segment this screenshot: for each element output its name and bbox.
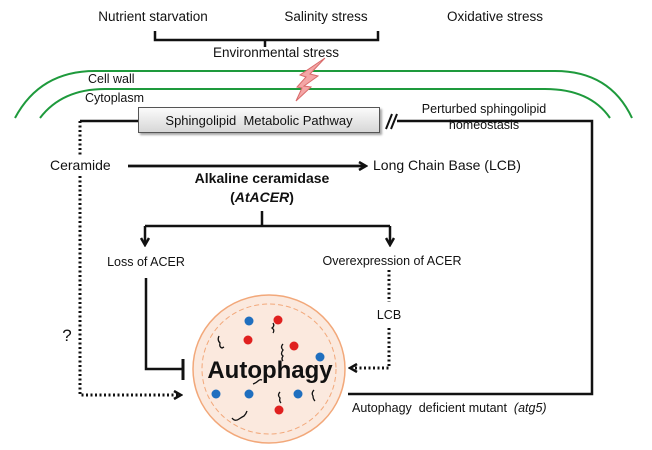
stress-oxidative: Oxidative stress — [446, 9, 544, 24]
atg5-feedback-line — [348, 119, 594, 396]
acer-branch — [145, 211, 390, 245]
atg5-mutant-label: Autophagy deficient mutant (atg5) — [352, 402, 547, 415]
atacer-gene-name: AtACER — [234, 189, 290, 205]
cargo-dot-blue — [211, 389, 221, 399]
sphingolipid-pathway-box: Sphingolipid Metabolic Pathway — [138, 107, 380, 133]
loss-acer-inhibition-line — [144, 278, 183, 371]
atg5-gene: (atg5) — [513, 401, 547, 415]
cargo-dot-blue — [293, 389, 303, 399]
cargo-dot-red — [273, 315, 283, 325]
cytoplasm-membrane — [39, 88, 611, 119]
mutant-text: Autophagy deficient mutant — [352, 401, 514, 415]
cytoplasm-label: Cytoplasm — [85, 91, 145, 105]
unknown-mechanism-label: ? — [62, 326, 72, 345]
squiggle — [277, 391, 282, 404]
loss-of-acer-label: Loss of ACER — [107, 255, 185, 269]
autophagosome — [192, 294, 346, 444]
stress-bracket — [153, 31, 380, 47]
autophagy-label: Autophagy — [207, 357, 333, 384]
ceramide-label: Ceramide — [50, 157, 111, 173]
cargo-dot-red — [243, 335, 253, 345]
stress-nutrient-starvation: Nutrient starvation — [98, 9, 208, 24]
unknown-link-dotted-arrow — [78, 121, 181, 395]
environmental-stress-label: Environmental stress — [212, 45, 340, 60]
break-marks-icon — [385, 113, 398, 130]
cargo-dot-blue — [315, 352, 325, 362]
cargo-dot-blue — [244, 316, 254, 326]
squiggle — [231, 410, 248, 421]
pathway-box-label: Sphingolipid Metabolic Pathway — [165, 112, 353, 128]
cargo-dot-blue — [244, 389, 254, 399]
squiggle — [270, 322, 275, 334]
cell-wall-label: Cell wall — [88, 72, 135, 86]
perturbed-homeostasis-line1: Perturbed sphingolipid — [421, 102, 547, 116]
lightning-bolt-icon — [295, 57, 326, 102]
squiggle — [311, 389, 316, 402]
lcb-intermediate-label: LCB — [376, 308, 402, 322]
lcb-dotted-arrow — [350, 328, 391, 368]
overexpression-acer-label: Overexpression of ACER — [322, 254, 462, 268]
alkaline-ceramidase-label: Alkaline ceramidase — [194, 170, 330, 186]
cargo-dot-red — [289, 341, 299, 351]
squiggle — [217, 335, 225, 349]
squiggle — [280, 343, 284, 362]
perturbed-homeostasis-line2: homeostasis — [448, 118, 520, 132]
stress-salinity: Salinity stress — [284, 9, 368, 24]
lcb-product-label: Long Chain Base (LCB) — [373, 157, 521, 173]
paren-open: ( — [230, 189, 235, 205]
squiggle — [252, 379, 263, 385]
atacer-gene-label: (AtACER) — [230, 190, 294, 204]
paren-close: ) — [289, 189, 294, 205]
cargo-dot-red — [274, 405, 284, 415]
cell-wall-membrane — [14, 70, 633, 119]
